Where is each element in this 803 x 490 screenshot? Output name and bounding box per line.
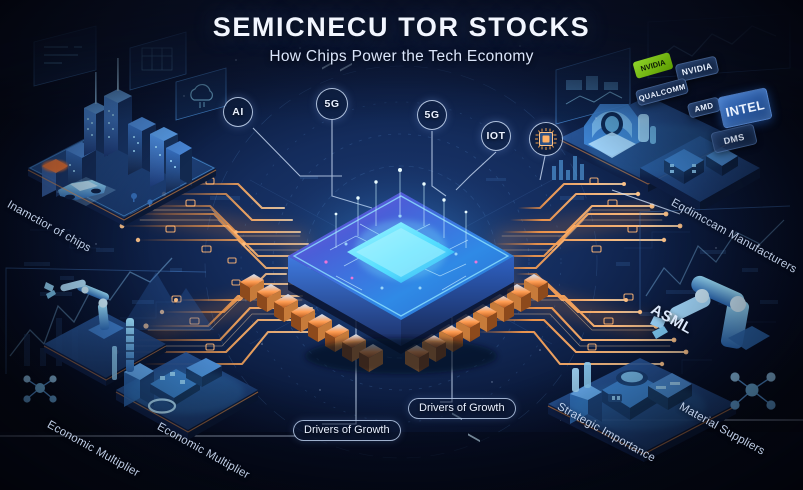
label-strategic-importance-text: Strategic Importance — [555, 400, 658, 465]
label-importance-of-chips: Inamctior of chips — [5, 199, 93, 255]
tsmc-card[interactable]: DMS — [710, 123, 758, 154]
intel-card[interactable]: INTEL — [717, 87, 773, 129]
robot-arm-scene — [5, 257, 259, 440]
molecule-icon-right — [730, 372, 776, 410]
label-equipment-manufacturers: Eqdimccam Manufacturers — [669, 197, 798, 276]
node-badge-5g-2-label: 5G — [424, 109, 440, 121]
pill-drivers-of-growth-2-label: Drivers of Growth — [419, 402, 505, 414]
node-badge-iot[interactable]: IOT — [481, 121, 511, 151]
label-economic-multiplier-2-text: Economic Multiplier — [155, 420, 252, 482]
label-strategic-importance: Strategic Importance — [555, 401, 657, 465]
pill-drivers-of-growth-2[interactable]: Drivers of Growth — [408, 398, 516, 419]
header: SEMICNECU TOR STOCKS How Chips Power the… — [0, 0, 803, 66]
intel-card-label: INTEL — [724, 96, 766, 120]
node-badge-5g-2[interactable]: 5G — [417, 100, 447, 130]
qualcomm-card[interactable]: QUALCOMM — [634, 77, 690, 107]
label-asml: ASML — [648, 301, 696, 338]
node-badge-ai-label: AI — [232, 106, 244, 118]
tsmc-card-label: DMS — [722, 131, 746, 146]
label-economic-multiplier-1-text: Economic Multiplier — [45, 418, 142, 480]
node-badge-ai[interactable]: AI — [223, 97, 253, 127]
amd-card-label: AMD — [693, 100, 715, 115]
node-badge-5g-1-label: 5G — [324, 98, 340, 110]
pill-drivers-of-growth-1-label: Drivers of Growth — [304, 424, 390, 436]
label-material-suppliers: Material Suppliers — [677, 401, 766, 458]
label-equipment-manufacturers-text: Eqdimccam Manufacturers — [669, 196, 799, 276]
page-title: SEMICNECU TOR STOCKS — [212, 12, 591, 42]
processor-icon[interactable] — [529, 122, 563, 156]
qualcomm-card-label: QUALCOMM — [637, 81, 687, 103]
page-subtitle: How Chips Power the Tech Economy — [269, 48, 534, 65]
label-importance-of-chips-text: Inamctior of chips — [5, 198, 93, 255]
node-badge-5g-1[interactable]: 5G — [316, 88, 348, 120]
label-economic-multiplier-2: Economic Multiplier — [155, 421, 251, 482]
cpu-icon — [535, 128, 557, 150]
label-material-suppliers-text: Material Suppliers — [677, 400, 767, 458]
label-asml-text: ASML — [647, 301, 696, 338]
amd-card[interactable]: AMD — [686, 96, 722, 119]
label-economic-multiplier-1: Economic Multiplier — [45, 419, 141, 480]
node-badge-iot-label: IOT — [486, 130, 506, 142]
pill-drivers-of-growth-1[interactable]: Drivers of Growth — [293, 420, 401, 441]
molecule-icon — [23, 375, 57, 403]
central-cpu-chip — [240, 61, 551, 443]
